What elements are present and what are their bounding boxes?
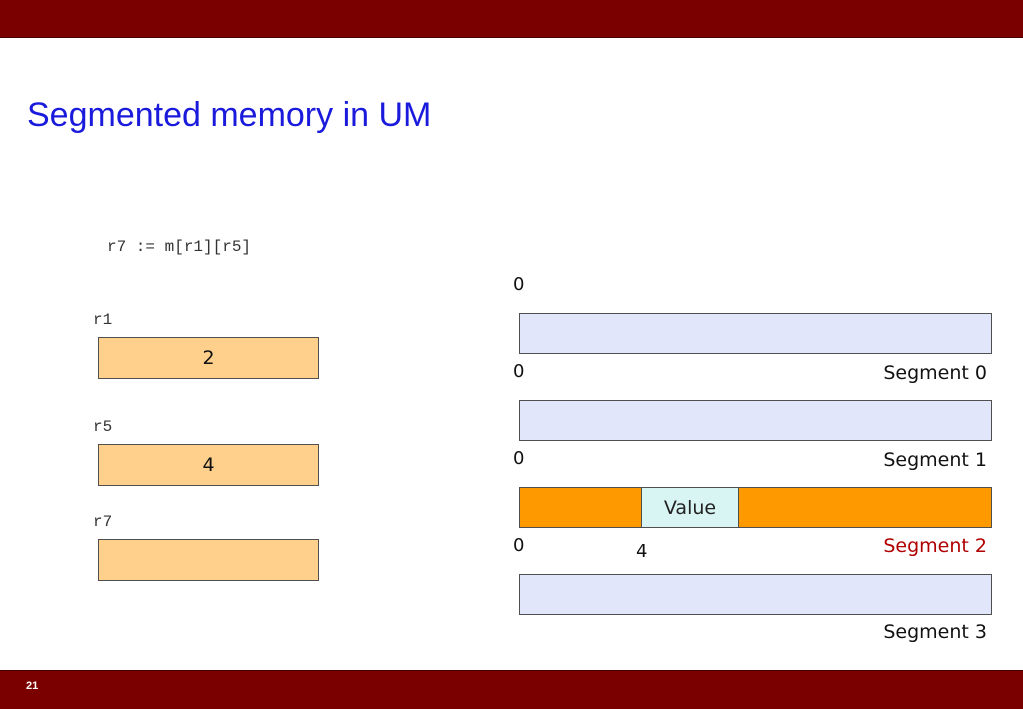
register-r5-box: 4: [98, 444, 319, 486]
value-cell-label: Value: [663, 496, 717, 519]
register-r7-box: [98, 539, 319, 581]
value-cell: Value: [641, 487, 739, 528]
segment-0-label: Segment 0: [883, 362, 987, 384]
segment-2-label: Segment 2: [883, 535, 987, 557]
segment-3-start-offset: 0: [513, 535, 525, 556]
segment-2-start-offset: 0: [513, 448, 525, 469]
register-r5-label: r5: [93, 418, 113, 436]
bottom-bar: 21: [0, 670, 1023, 709]
segment-2-box: [519, 487, 992, 528]
register-r5-value: 4: [202, 454, 215, 476]
register-r1-label: r1: [93, 311, 113, 329]
segment-3-label: Segment 3: [883, 621, 987, 643]
segment-0-start-offset: 0: [513, 274, 525, 295]
segment-3-box: [519, 574, 992, 615]
segment-0-box: [519, 313, 992, 354]
top-bar: [0, 0, 1023, 38]
slide-title: Segmented memory in UM: [27, 96, 432, 134]
segment-1-label: Segment 1: [883, 449, 987, 471]
register-r1-box: 2: [98, 337, 319, 379]
instruction-text: r7 := m[r1][r5]: [107, 238, 252, 256]
segment-1-box: [519, 400, 992, 441]
register-r7-label: r7: [93, 513, 113, 531]
register-r1-value: 2: [202, 347, 215, 369]
segment-1-start-offset: 0: [513, 361, 525, 382]
value-cell-offset: 4: [636, 541, 648, 562]
slide-number: 21: [26, 680, 39, 692]
